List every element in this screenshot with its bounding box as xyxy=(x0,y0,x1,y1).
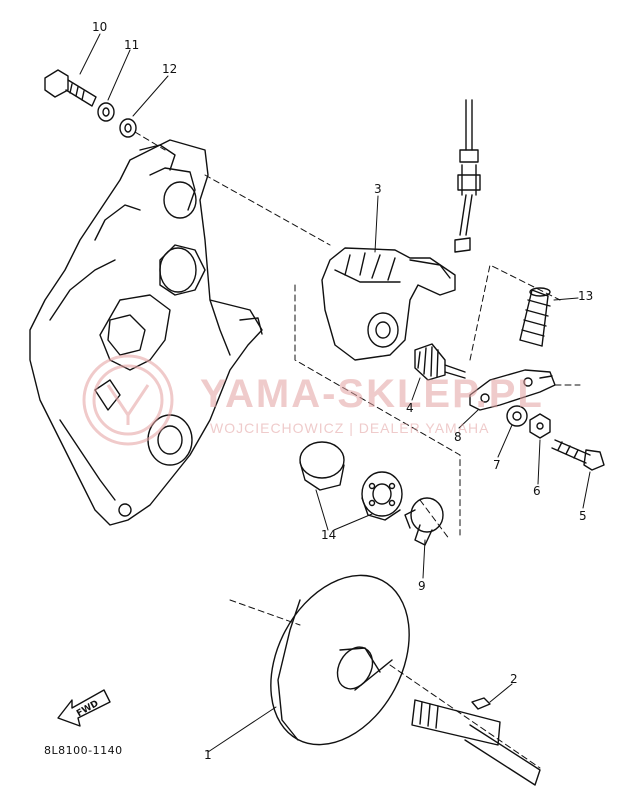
spring-13 xyxy=(519,287,551,347)
washer-7 xyxy=(506,405,528,427)
bolt-10 xyxy=(44,69,97,107)
lever-8 xyxy=(469,369,556,411)
callout-3: 3 xyxy=(374,182,382,196)
roller-14 xyxy=(361,471,403,521)
throttle-cable xyxy=(454,99,481,253)
fwd-arrow-icon xyxy=(57,689,111,727)
washer-12 xyxy=(119,118,137,138)
adjuster-4 xyxy=(414,343,466,381)
sheave-1 xyxy=(270,574,410,746)
diagram-code: 8L8100-1140 xyxy=(44,744,123,757)
shaft xyxy=(411,699,541,786)
pin-9 xyxy=(404,497,444,546)
callout-4: 4 xyxy=(406,401,414,415)
housing-3 xyxy=(321,247,456,361)
callout-8: 8 xyxy=(454,430,462,444)
callout-10: 10 xyxy=(92,20,108,34)
leader-lines xyxy=(79,33,591,753)
callout-5: 5 xyxy=(579,509,587,523)
watermark-logo xyxy=(82,354,174,446)
callout-9: 9 xyxy=(418,579,426,593)
callout-12: 12 xyxy=(162,62,178,76)
assembly-lines xyxy=(134,131,581,769)
spring-washer-11 xyxy=(97,102,115,122)
bolt-5 xyxy=(551,439,605,471)
key-2 xyxy=(471,697,491,710)
chaincase-housing xyxy=(29,139,263,526)
callout-2: 2 xyxy=(510,672,518,686)
callout-14: 14 xyxy=(321,528,337,542)
callout-6: 6 xyxy=(533,484,541,498)
callout-7: 7 xyxy=(493,458,501,472)
roller-cap-14 xyxy=(299,441,345,491)
nut-6 xyxy=(529,413,551,439)
callout-11: 11 xyxy=(124,38,140,52)
callout-1: 1 xyxy=(204,748,212,762)
callout-13: 13 xyxy=(578,289,594,303)
